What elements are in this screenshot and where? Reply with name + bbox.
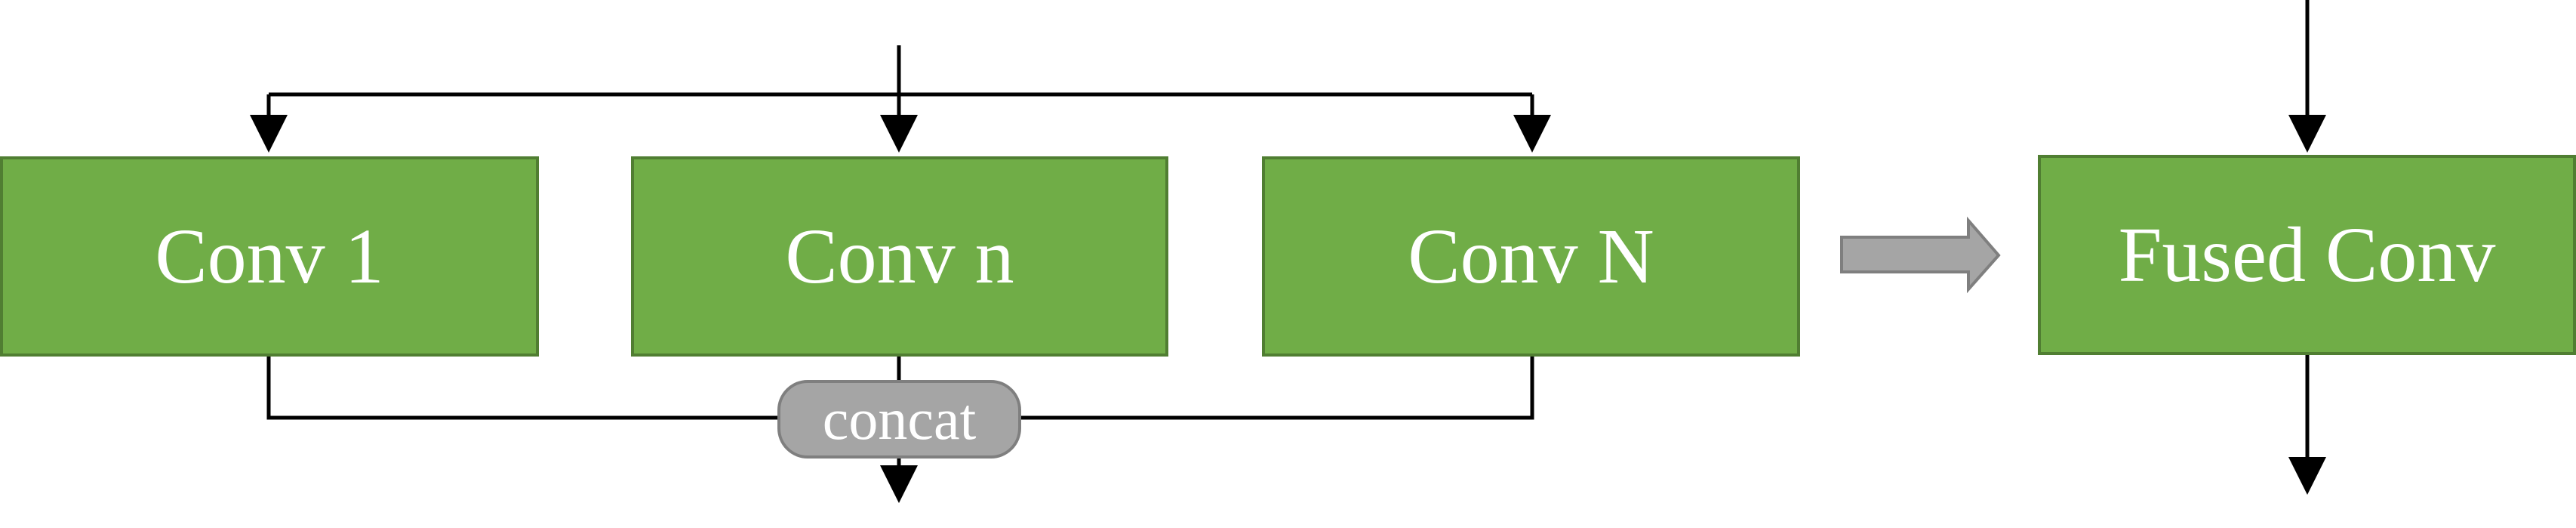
conv-N-label: Conv N — [1408, 212, 1654, 300]
fused-conv-box: Fused Conv — [2038, 155, 2576, 355]
concat-label: concat — [822, 386, 977, 452]
conv-1-label: Conv 1 — [155, 212, 384, 300]
output-line-conv-N — [1019, 357, 1534, 420]
conv-1-box: Conv 1 — [0, 156, 539, 357]
conv-N-box: Conv N — [1262, 156, 1800, 357]
conv-n-label: Conv n — [785, 212, 1014, 300]
concat-node: concat — [777, 380, 1021, 459]
output-line-conv-1 — [266, 357, 785, 420]
transform-arrow — [1840, 216, 2001, 294]
conv-n-box: Conv n — [631, 156, 1168, 357]
fused-conv-label: Fused Conv — [2118, 211, 2496, 298]
